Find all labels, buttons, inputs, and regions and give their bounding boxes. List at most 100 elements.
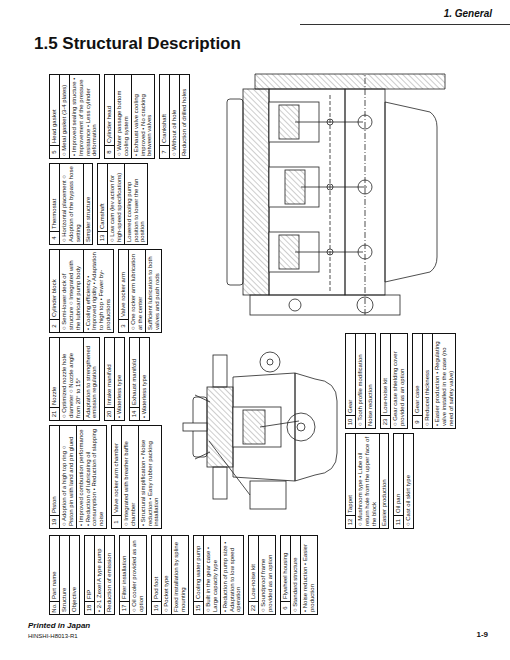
callout-number: 23 <box>381 415 390 428</box>
callout-header-row: 11Oil pan <box>394 434 403 528</box>
structure-text: ○ Optimized nozzle hole diameter ○ Nozzl… <box>59 338 83 420</box>
structure-text: ○ Pocket type <box>161 536 171 614</box>
side-view-stroke <box>295 122 363 123</box>
structure-text: ○ Cast oil skirt type <box>403 434 413 528</box>
part-callout-box: 15Cooling water pump○ Built in the gear … <box>193 535 244 615</box>
callout-header-row: 3Valve rocker arm <box>119 250 128 332</box>
callout-number: 13 <box>98 231 107 244</box>
front-view-stroke <box>297 423 305 431</box>
part-name: Valve rocker arm <box>119 270 128 319</box>
print-note: Printed in Japan <box>28 621 90 630</box>
front-view-stroke <box>213 467 227 499</box>
side-view-stroke <box>358 115 372 129</box>
front-view-stroke <box>213 355 227 387</box>
part-name: Head gasket <box>50 107 59 145</box>
callout-header-row: 20Intake manifold <box>105 338 114 420</box>
structure-text: ○ Without oil hole <box>169 75 179 158</box>
front-view-stroke <box>267 359 273 365</box>
objective-text: Fixed installation by spline mounting <box>171 536 188 614</box>
callout-number: 6 <box>281 601 290 614</box>
structure-text: ○ Water passage bottom cooling system <box>114 75 131 158</box>
structure-text: Structure <box>59 536 69 614</box>
structure-text: ○ Low cam (lev action for high-speed spe… <box>107 164 124 244</box>
structure-text: ○ Horizontal placement ○ Adoption of the… <box>59 164 83 244</box>
part-callout-box: 7Crankshaft○ Without oil holeReduction o… <box>159 74 190 159</box>
objective-text: Adaptation to strengthened emission regu… <box>83 338 100 420</box>
callout-header-row: 4Thermostat <box>50 164 59 244</box>
callout-number: 21 <box>50 407 59 420</box>
callout-header-row: 2Cylinder block <box>50 250 59 332</box>
part-name: Piston <box>50 494 59 515</box>
callout-header-row: 19Piston <box>50 426 59 528</box>
part-name: Gear <box>346 398 355 415</box>
side-view-stroke <box>385 102 437 282</box>
part-name: Exhaust manifold <box>130 357 139 407</box>
part-name: Flywheel housing <box>281 551 290 601</box>
callout-number: 5 <box>50 145 59 158</box>
part-callout-box: 19Piston○ Adoption of a high top ring ○ … <box>49 425 107 529</box>
structure-text: ○ Metal gasket (3-4 plates) <box>59 75 69 158</box>
callout-header-row: 6Flywheel housing <box>281 536 290 614</box>
objective-text: Reduction of emission <box>104 536 114 614</box>
front-view-stroke <box>195 395 210 402</box>
callout-number: 17 <box>120 601 129 614</box>
callout-number: 19 <box>50 515 59 528</box>
part-callout-box: 6Flywheel housing○ Standard structure• N… <box>280 535 318 615</box>
page-title: 1.5 Structural Description <box>34 34 241 54</box>
part-name: Pod foot <box>152 575 161 601</box>
part-callout-box: 17Filter installation○ Oil cooler provid… <box>119 535 147 615</box>
callout-number: 11 <box>394 515 403 528</box>
structure-text: • 2-1 Zexel A type pump <box>94 536 104 614</box>
part-name: Valve rocker arm chamber <box>112 441 121 515</box>
part-callout-box: 4Thermostat○ Horizontal placement ○ Adop… <box>49 163 93 245</box>
callout-header-row: 18FIP <box>85 536 94 614</box>
side-view-stroke <box>327 249 333 255</box>
rotated-diagram-frame: No.Part nameStructureObjective1Valve roc… <box>45 72 490 617</box>
callout-header-row: 21Nozzle <box>50 338 59 420</box>
side-view-stroke <box>358 245 372 259</box>
structure-text: ○ Integrated with breather baffle chambe… <box>121 426 138 528</box>
side-view-stroke <box>227 99 243 285</box>
callout-header-row: 9Gear case <box>413 334 422 428</box>
structure-text: ○ Built in the gear case • Large capacit… <box>203 536 220 614</box>
part-name: Crankshaft <box>160 112 169 145</box>
objective-text: Simpler structure <box>83 164 93 244</box>
callout-number: 3 <box>119 319 128 332</box>
part-callout-box: 3Valve rocker arm○ One rocker arm lubric… <box>118 249 162 333</box>
side-view-stroke <box>289 299 301 311</box>
callout-number: 10 <box>346 415 355 428</box>
structure-text: ○ Oil cooler provided as an option <box>129 536 146 614</box>
side-view <box>227 74 445 315</box>
structure-text: ○ One rocker arm lubrication at the cent… <box>128 250 145 332</box>
callout-header-row: 14Exhaust manifold <box>130 338 139 420</box>
objective-text: • Improved combustion performance • Redu… <box>76 426 107 528</box>
front-view-stroke <box>209 441 250 495</box>
structure-text: • Waterless type <box>114 338 124 420</box>
objective-text: • Improved sealing structure • Improveme… <box>69 75 100 158</box>
callout-header-row: 10Gear <box>346 334 355 428</box>
part-name: Cooling water pump <box>194 544 203 601</box>
document-code: HINSHI-H8013-R1 <box>28 633 78 639</box>
part-name: Low-noise kit <box>381 376 390 415</box>
front-view-stroke <box>233 407 281 447</box>
objective-text: Objective <box>69 536 79 614</box>
callout-header-row: 22Low-noise kit <box>249 536 258 614</box>
part-name: Thermostat <box>50 197 59 231</box>
side-view-stroke <box>358 180 372 194</box>
part-name: Oil pan <box>394 492 403 515</box>
page-number: 1-9 <box>476 630 488 639</box>
objective-text: Easier production <box>379 434 389 528</box>
front-view-stroke <box>260 352 280 372</box>
callout-number: 14 <box>130 407 139 420</box>
part-callout-box: 16Pod foot○ Pocket typeFixed installatio… <box>151 535 189 615</box>
side-view-stroke <box>250 295 400 315</box>
chapter-header: 1. General <box>444 8 492 19</box>
part-callout-box: 11Oil pan○ Cast oil skirt type <box>393 433 414 529</box>
front-view-stroke <box>183 423 207 431</box>
objective-text: Reduction of drilled holes <box>179 75 189 158</box>
callout-number: 1 <box>112 515 121 528</box>
structure-text: ○ Gear case shielding cover provided as … <box>390 334 407 428</box>
front-view-stroke <box>260 421 299 427</box>
structure-text: ○ Soundproof frame provided as an option <box>258 536 275 614</box>
side-view-stroke <box>255 74 445 89</box>
